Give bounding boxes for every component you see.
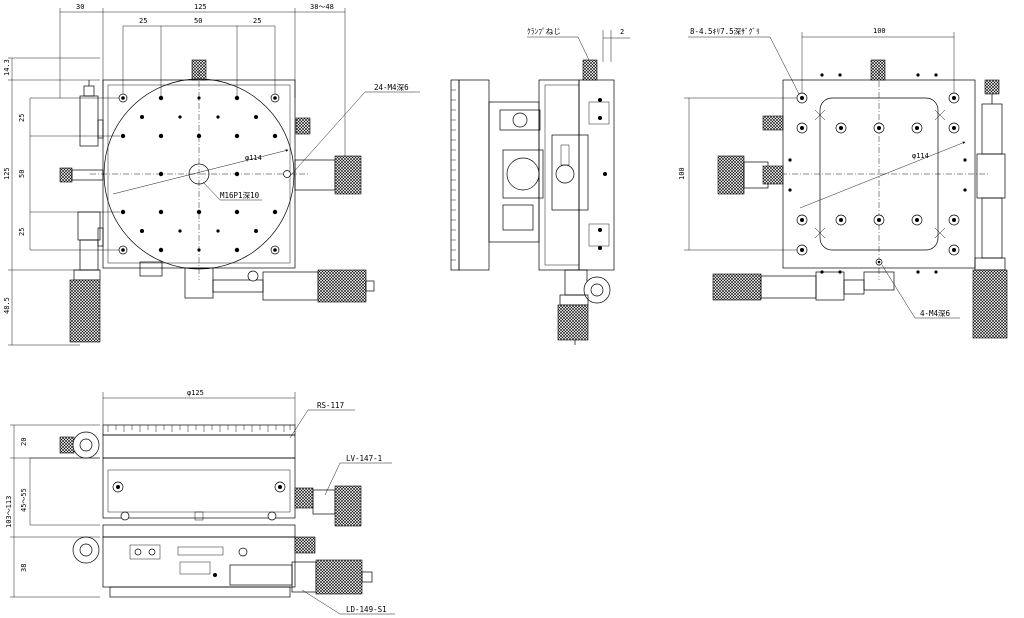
dim-25a: 25	[139, 17, 147, 25]
callout-ld-149-s1: LD-149-S1	[346, 605, 387, 614]
front-ld-thimble	[315, 559, 363, 595]
dim-h103-113: 103～113	[5, 496, 13, 528]
dim-50: 50	[194, 17, 202, 25]
dim-100-h: 100	[873, 27, 886, 35]
left-micrometer-thimble	[69, 279, 101, 343]
left-dimensions	[8, 57, 120, 346]
callout-clamp: ｸﾗﾝﾌﾟねじ	[527, 27, 561, 36]
bottom-view: 8-4.5ｷﾘ7.5深ｻﾞｸﾞﾘ 100 100 φ114	[678, 27, 1008, 339]
dim-h45-55: 45～55	[20, 488, 28, 512]
dim-phi125: φ125	[187, 389, 204, 397]
dim-38-48: 38～48	[310, 3, 334, 11]
tap-hole-grid	[118, 93, 291, 255]
dim-25b: 25	[253, 17, 261, 25]
side-clamp-knob	[582, 59, 598, 81]
dim-30: 30	[76, 3, 84, 11]
top-view: 30 125 38～48 25 50 25 14.3 25 50 25 125 …	[3, 3, 420, 346]
dim-100-v: 100	[678, 167, 686, 180]
callout-counterbore: 8-4.5ｷﾘ7.5深ｻﾞｸﾞﾘ	[690, 27, 760, 36]
side-scale	[450, 79, 460, 271]
callout-4-m4: 4-M4深6	[920, 309, 951, 318]
callout-lv-147-1: LV-147-1	[346, 454, 382, 463]
dim-h38: 38	[20, 564, 28, 572]
right-fine-knob	[294, 117, 362, 195]
bottom-micrometer	[139, 261, 375, 303]
dim-125: 125	[194, 3, 207, 11]
dim-v48-5: 48.5	[3, 297, 11, 314]
counterbore-holes	[796, 92, 960, 256]
dim-2: 2	[620, 28, 624, 36]
callout-center: M16P1深10	[220, 191, 260, 200]
side-micrometer-thimble	[557, 304, 589, 341]
dim-v125: 125	[3, 167, 11, 180]
dim-phi114-top: φ114	[245, 154, 262, 162]
dim-v25a: 25	[18, 114, 26, 122]
top-dimensions	[59, 8, 346, 160]
side-view: ｸﾗﾝﾌﾟねじ 2	[450, 27, 630, 345]
front-view: φ125 20 45～55 103～113 38	[5, 389, 395, 615]
dim-14-3: 14.3	[3, 59, 11, 76]
dim-h20: 20	[20, 438, 28, 446]
front-lv-knob	[334, 485, 362, 527]
dim-v50: 50	[18, 170, 26, 178]
left-micrometer	[59, 80, 104, 343]
dim-phi114-bottom: φ114	[912, 152, 929, 160]
bottom-view-micrometer-thimble	[972, 269, 1008, 339]
callout-rs-117: RS-117	[317, 401, 344, 410]
dim-v25b: 25	[18, 228, 26, 236]
callout-24-m4: 24-M4深6	[374, 83, 409, 92]
